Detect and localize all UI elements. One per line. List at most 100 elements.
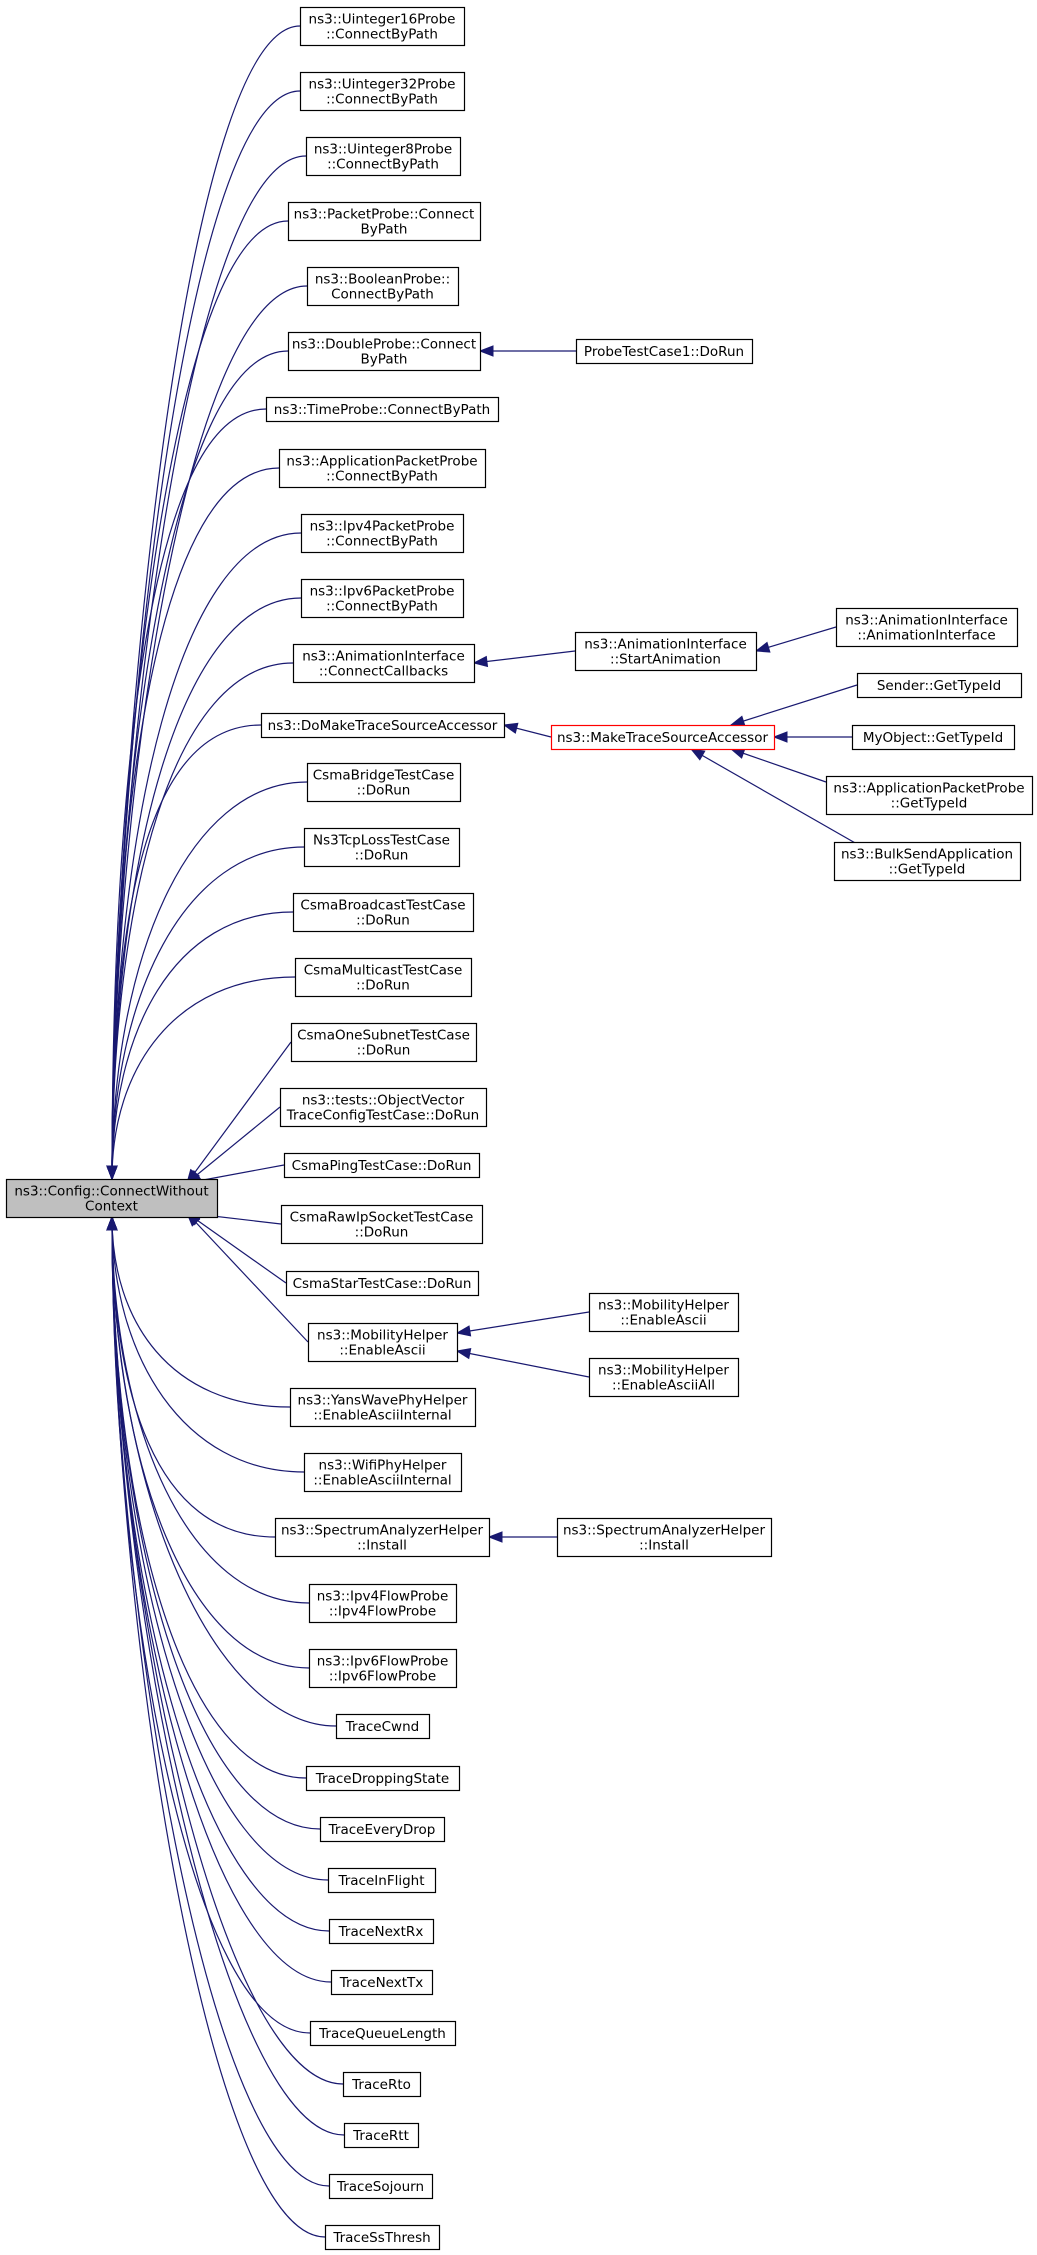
node-u16[interactable]: ns3::Uinteger16Probe::ConnectByPath (299, 6, 466, 47)
node-apppacketprobe[interactable]: ns3::ApplicationPacketProbe::ConnectByPa… (278, 448, 487, 489)
node-box (260, 712, 506, 739)
node-make[interactable]: ns3::MakeTraceSourceAccessor (550, 724, 776, 751)
node-tracedropping[interactable]: TraceDroppingState (305, 1765, 461, 1792)
node-mob_asciiall[interactable]: ns3::MobilityHelper::EnableAsciiAll (588, 1357, 740, 1398)
node-label: ns3::PacketProbe::Connect (294, 207, 475, 223)
edge-csmastar-to-root (186, 1212, 287, 1284)
node-domake[interactable]: ns3::DoMakeTraceSourceAccessor (260, 712, 506, 739)
node-csmabridge[interactable]: CsmaBridgeTestCase::DoRun (306, 762, 462, 803)
node-anim_start[interactable]: ns3::AnimationInterface::StartAnimation (574, 631, 758, 672)
node-tracecwnd[interactable]: TraceCwnd (335, 1713, 431, 1740)
node-csmaping[interactable]: CsmaPingTestCase::DoRun (283, 1152, 481, 1179)
node-label: ns3::MobilityHelper (598, 1298, 729, 1314)
node-appprobe_typeid[interactable]: ns3::ApplicationPacketProbe::GetTypeId (825, 775, 1034, 816)
node-spectrum1[interactable]: ns3::SpectrumAnalyzerHelper::Install (274, 1517, 491, 1558)
node-box (825, 775, 1034, 816)
node-label: TraceCwnd (345, 1719, 419, 1735)
node-spectrum2[interactable]: ns3::SpectrumAnalyzerHelper::Install (556, 1517, 773, 1558)
node-box (265, 396, 500, 423)
edge-ipv6packetprobe-to-root (111, 597, 302, 1180)
edge-apppacketprobe-to-root (111, 467, 280, 1180)
node-ipv6packetprobe[interactable]: ns3::Ipv6PacketProbe::ConnectByPath (300, 578, 465, 619)
node-label: ProbeTestCase1::DoRun (584, 344, 744, 360)
node-label: ns3::WifiPhyHelper (319, 1458, 447, 1474)
node-label: ns3::ApplicationPacketProbe (286, 454, 477, 470)
node-label: ::ConnectByPath (327, 157, 439, 173)
node-yanswave[interactable]: ns3::YansWavePhyHelper::EnableAsciiInter… (289, 1387, 477, 1428)
edge-anim_start-to-anim_connect (473, 650, 576, 664)
node-probetestcase[interactable]: ProbeTestCase1::DoRun (575, 338, 754, 365)
edge-doubleprobe-to-root (111, 350, 289, 1180)
node-label: ns3::MobilityHelper (598, 1363, 729, 1379)
node-label: ns3::Uinteger32Probe (309, 77, 456, 93)
node-box (305, 1765, 461, 1792)
edge-tracedropping-to-root (111, 1216, 307, 1779)
edge-yanswave-to-root (111, 1216, 291, 1408)
node-traceeverydrop[interactable]: TraceEveryDrop (319, 1816, 446, 1843)
node-anim_connect[interactable]: ns3::AnimationInterface::ConnectCallback… (292, 643, 476, 684)
node-label: ::Ipv6FlowProbe (329, 1669, 436, 1685)
node-objvector[interactable]: ns3::tests::ObjectVectorTraceConfigTestC… (279, 1087, 488, 1128)
node-mob_ascii2[interactable]: ns3::MobilityHelper::EnableAscii (588, 1292, 740, 1333)
node-traceinflight[interactable]: TraceInFlight (327, 1867, 437, 1894)
node-u32[interactable]: ns3::Uinteger32Probe::ConnectByPath (299, 71, 466, 112)
node-csmabroadcast[interactable]: CsmaBroadcastTestCase::DoRun (292, 892, 475, 933)
node-label: ::Install (639, 1538, 689, 1554)
node-tracertt[interactable]: TraceRtt (343, 2122, 420, 2149)
node-tracerto[interactable]: TraceRto (342, 2071, 422, 2098)
node-box (292, 892, 475, 933)
edge-timeprobe-to-root (111, 408, 267, 1180)
node-mob_ascii[interactable]: ns3::MobilityHelper::EnableAscii (307, 1322, 459, 1363)
node-sender[interactable]: Sender::GetTypeId (856, 672, 1023, 699)
edge-csmamulticast-to-root (111, 976, 296, 1180)
node-label: ::DoRun (355, 1225, 409, 1241)
node-u8[interactable]: ns3::Uinteger8Probe::ConnectByPath (305, 136, 462, 177)
node-label: ByPath (361, 352, 408, 368)
node-doubleprobe[interactable]: ns3::DoubleProbe::ConnectByPath (287, 331, 482, 372)
node-box (309, 2020, 457, 2047)
node-label: ns3::Ipv4FlowProbe (317, 1589, 449, 1605)
node-label: ::AnimationInterface (857, 628, 995, 644)
node-booleanprobe[interactable]: ns3::BooleanProbe::ConnectByPath (306, 266, 460, 307)
node-csmastar[interactable]: CsmaStarTestCase::DoRun (285, 1270, 480, 1297)
node-tracenexttx[interactable]: TraceNextTx (330, 1969, 434, 1996)
node-bulksend[interactable]: ns3::BulkSendApplication::GetTypeId (833, 841, 1022, 882)
node-label: ::DoRun (355, 848, 409, 864)
node-box (5, 1178, 219, 1219)
edge-bulksend-to-make (690, 748, 865, 849)
node-csmaonesubnet[interactable]: CsmaOneSubnetTestCase::DoRun (290, 1022, 478, 1063)
node-myobject[interactable]: MyObject::GetTypeId (851, 724, 1016, 751)
node-box (574, 631, 758, 672)
node-box (292, 643, 476, 684)
node-box (285, 1270, 480, 1297)
node-timeprobe[interactable]: ns3::TimeProbe::ConnectByPath (265, 396, 500, 423)
node-wifiphy[interactable]: ns3::WifiPhyHelper::EnableAsciiInternal (303, 1452, 463, 1493)
node-label: ns3::MakeTraceSourceAccessor (557, 730, 768, 746)
node-tcploss[interactable]: Ns3TcpLossTestCase::DoRun (303, 827, 461, 868)
node-label: ns3::Ipv4PacketProbe (310, 519, 455, 535)
node-anim_ctor[interactable]: ns3::AnimationInterface::AnimationInterf… (835, 607, 1019, 648)
node-tracesojourn[interactable]: TraceSojourn (328, 2173, 434, 2200)
node-csmamulticast[interactable]: CsmaMulticastTestCase::DoRun (294, 957, 473, 998)
node-box (300, 578, 465, 619)
node-ipv4packetprobe[interactable]: ns3::Ipv4PacketProbe::ConnectByPath (300, 513, 465, 554)
node-label: ::EnableAsciiInternal (313, 1408, 451, 1424)
node-tracequeue[interactable]: TraceQueueLength (309, 2020, 457, 2047)
node-ipv4flow[interactable]: ns3::Ipv4FlowProbe::Ipv4FlowProbe (308, 1583, 458, 1624)
edge-anim_start-to-anim_connect-arrowhead (472, 655, 489, 668)
node-ipv6flow[interactable]: ns3::Ipv6FlowProbe::Ipv6FlowProbe (308, 1648, 458, 1689)
node-label: Sender::GetTypeId (877, 678, 1001, 694)
node-box (328, 1918, 435, 1945)
node-label: ::ConnectByPath (326, 469, 438, 485)
node-tracenextrx[interactable]: TraceNextRx (328, 1918, 435, 1945)
node-box (588, 1292, 740, 1333)
node-label: ns3::Ipv6PacketProbe (310, 584, 455, 600)
node-tracessthresh[interactable]: TraceSsThresh (324, 2224, 441, 2251)
node-label: Ns3TcpLossTestCase (313, 833, 450, 849)
node-box (324, 2224, 441, 2251)
node-csmarawip[interactable]: CsmaRawIpSocketTestCase::DoRun (280, 1204, 484, 1245)
node-packetprobe[interactable]: ns3::PacketProbe::ConnectByPath (287, 201, 482, 242)
edge-sender-to-make-arrowhead (729, 715, 746, 727)
